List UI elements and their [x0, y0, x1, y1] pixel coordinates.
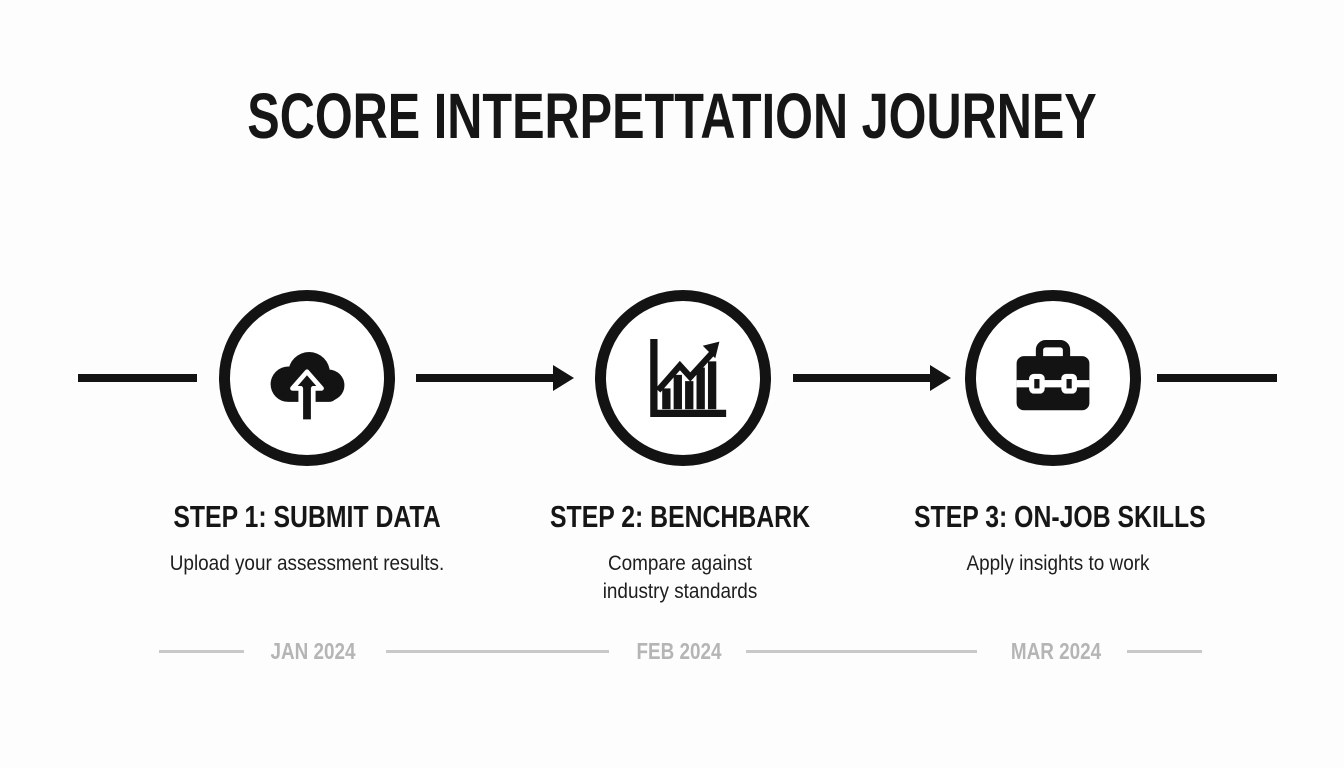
step2-date: FEB 2024 [636, 638, 722, 664]
date-divider [159, 650, 244, 653]
step3-date: MAR 2024 [1010, 638, 1102, 664]
date-divider [386, 650, 609, 653]
step3-node [965, 290, 1141, 466]
timeline-end-line [1157, 374, 1277, 382]
growth-chart-icon [631, 326, 735, 430]
step3-description: Apply insights to work [966, 550, 1150, 575]
date-divider [1127, 650, 1202, 653]
step1-title: STEP 1: SUBMIT DATA [173, 499, 441, 534]
step3-column: STEP 3: ON-JOB SKILLS Apply insights to … [878, 499, 1238, 577]
step2-title: STEP 2: BENCHBARK [550, 499, 810, 534]
step1-column: STEP 1: SUBMIT DATA Upload your assessme… [127, 499, 487, 577]
arrow-step2-to-step3 [793, 365, 951, 391]
step1-description: Upload your assessment results. [169, 550, 445, 575]
step1-date: JAN 2024 [270, 638, 356, 664]
briefcase-icon [1001, 326, 1105, 430]
step3-title: STEP 3: ON-JOB SKILLS [914, 499, 1206, 534]
step2-node [595, 290, 771, 466]
page-title: SCORE INTERPETTATION JOURNEY [247, 80, 1097, 152]
cloud-upload-icon [255, 326, 359, 430]
step2-description: Compare against industry standards [602, 550, 758, 603]
step2-column: STEP 2: BENCHBARK Compare against indust… [500, 499, 860, 605]
arrow-step1-to-step2 [416, 365, 574, 391]
date-divider [746, 650, 977, 653]
step1-node [219, 290, 395, 466]
timeline-start-line [78, 374, 197, 382]
